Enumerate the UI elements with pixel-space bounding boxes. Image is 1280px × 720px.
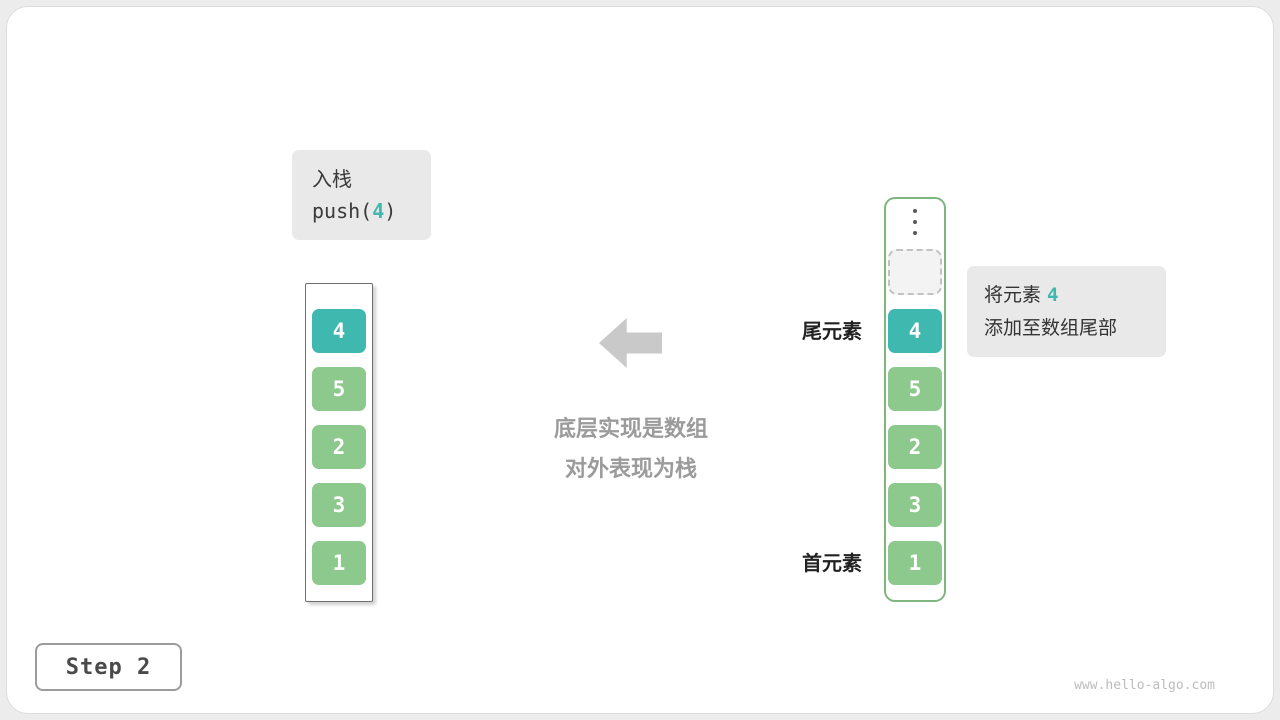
figure-card bbox=[6, 6, 1274, 714]
caption-line2: 对外表现为栈 bbox=[564, 457, 697, 482]
stack-cell: 2 bbox=[312, 425, 366, 469]
array-cell: 3 bbox=[888, 483, 942, 527]
vertical-ellipsis-icon bbox=[910, 209, 920, 235]
empty-slot bbox=[888, 249, 942, 295]
step-label: Step 2 bbox=[65, 654, 152, 680]
dot bbox=[913, 209, 917, 213]
annotation-box: 将元素 4 添加至数组尾部 bbox=[967, 266, 1166, 357]
code-value: 4 bbox=[372, 199, 385, 223]
stack-cell: 4 bbox=[312, 309, 366, 353]
stack-cell: 5 bbox=[312, 367, 366, 411]
annotation-line1-value: 4 bbox=[1047, 284, 1059, 306]
operation-name: 入栈 bbox=[312, 167, 352, 191]
annotation-line1: 将元素 4 bbox=[984, 279, 1149, 312]
array-cell: 1 bbox=[888, 541, 942, 585]
annotation-line1-text: 将元素 bbox=[984, 284, 1048, 306]
step-badge: Step 2 bbox=[35, 643, 182, 691]
dot bbox=[913, 220, 917, 224]
stack-cell: 3 bbox=[312, 483, 366, 527]
head-element-label: 首元素 bbox=[802, 551, 862, 575]
dot bbox=[913, 231, 917, 235]
stack-cell: 1 bbox=[312, 541, 366, 585]
array-cell: 2 bbox=[888, 425, 942, 469]
tail-element-label: 尾元素 bbox=[802, 319, 862, 343]
annotation-line2: 添加至数组尾部 bbox=[984, 317, 1118, 339]
array-cell: 5 bbox=[888, 367, 942, 411]
caption: 底层实现是数组 对外表现为栈 bbox=[501, 410, 761, 490]
operation-code: push(4) bbox=[312, 195, 411, 227]
caption-line1: 底层实现是数组 bbox=[553, 417, 708, 442]
code-prefix: push( bbox=[312, 199, 373, 223]
array-container-right: 4 5 2 3 1 bbox=[884, 197, 946, 602]
watermark: www.hello-algo.com bbox=[1074, 678, 1215, 693]
code-suffix: ) bbox=[384, 199, 397, 223]
operation-label-box: 入栈 push(4) bbox=[292, 150, 431, 240]
stack-left: 4 5 2 3 1 bbox=[305, 283, 373, 602]
left-arrow-icon bbox=[599, 318, 662, 368]
array-cell: 4 bbox=[888, 309, 942, 353]
